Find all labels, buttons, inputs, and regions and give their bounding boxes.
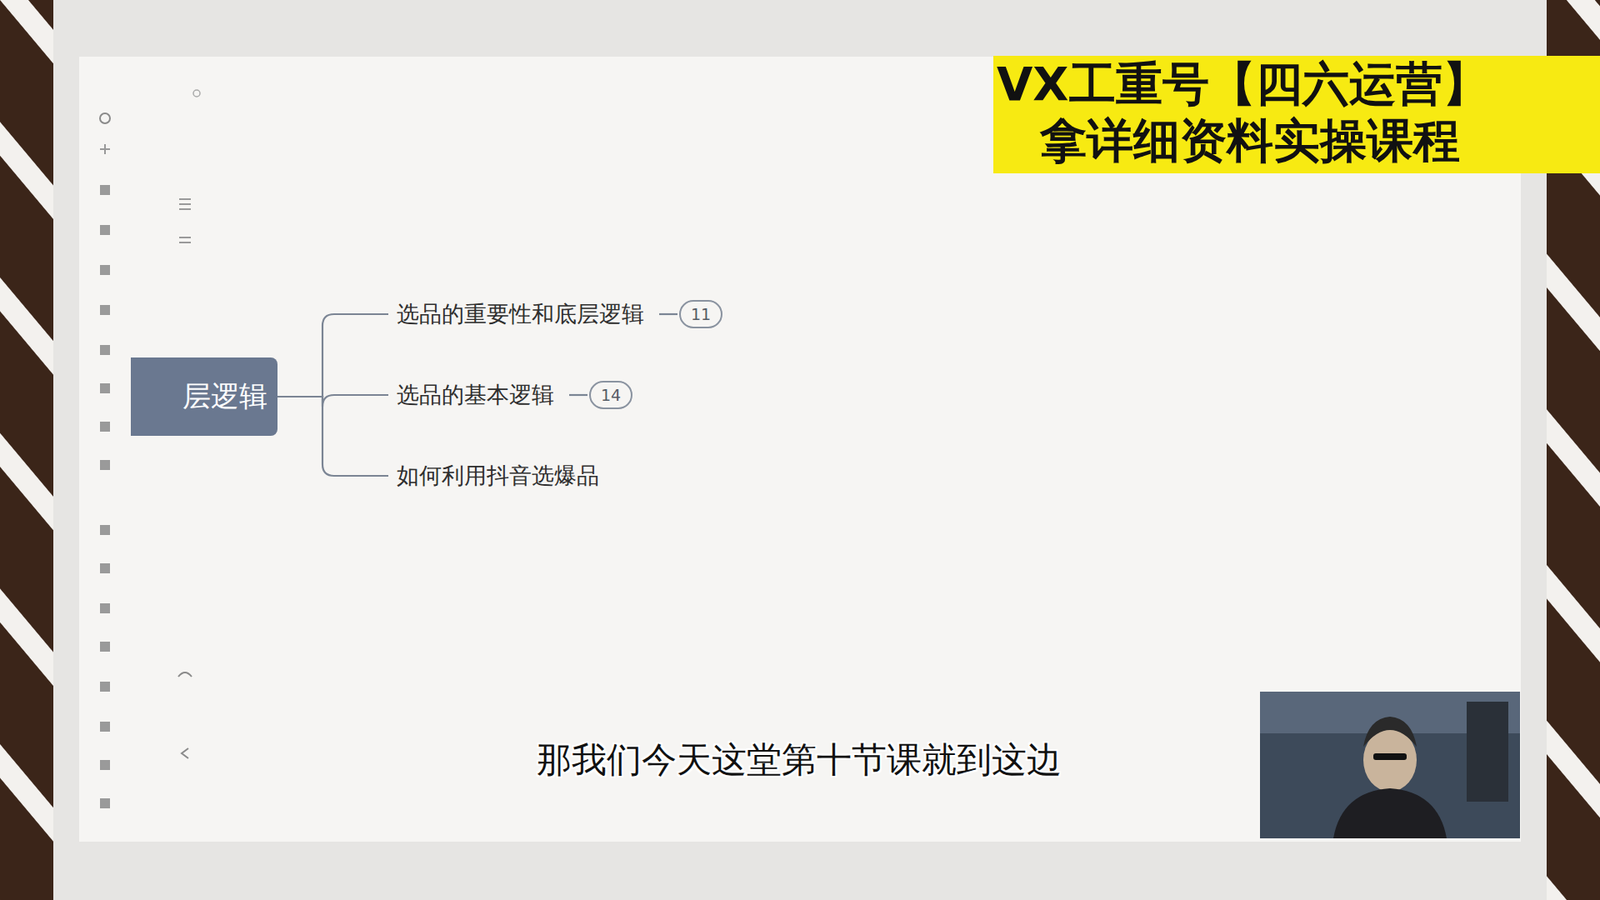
screen-panel bbox=[79, 56, 1521, 842]
branch-topic: 如何利用抖音选爆品 bbox=[395, 457, 601, 495]
badge-stub bbox=[659, 313, 678, 315]
topic-text: 选品的基本逻辑 bbox=[396, 380, 555, 410]
video-subtitle: 那我们今天这堂第十节课就到这边 bbox=[536, 736, 1062, 784]
badge-stub bbox=[569, 394, 588, 396]
branch-topic: 选品的基本逻辑 bbox=[395, 376, 556, 414]
banner-text: VX工重号【四六运营】 bbox=[996, 56, 1490, 112]
root-topic: 层逻辑 bbox=[130, 357, 278, 436]
topic-text: 层逻辑 bbox=[182, 377, 268, 416]
topic-text: 选品的重要性和底层逻辑 bbox=[396, 299, 645, 330]
toolbar-icons bbox=[100, 90, 200, 809]
left-stripe-border bbox=[0, 0, 54, 900]
branch-connector bbox=[277, 314, 389, 397]
topic-text: 如何利用抖音选爆品 bbox=[396, 460, 600, 491]
yellow-banner bbox=[993, 55, 1600, 174]
branch-connector bbox=[277, 396, 389, 476]
webcam-view bbox=[1260, 691, 1520, 839]
collapse-count-badge: 11 bbox=[679, 300, 723, 329]
collapse-count-badge: 14 bbox=[589, 380, 633, 410]
branch-topic: 选品的重要性和底层逻辑 bbox=[395, 295, 646, 333]
banner-text: 拿详细资料实操课程 bbox=[1040, 113, 1460, 169]
